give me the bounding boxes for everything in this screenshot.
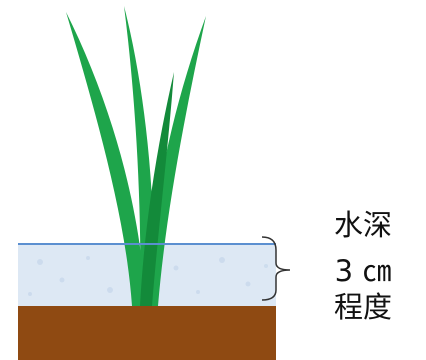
rice-plant <box>66 6 206 306</box>
water-texture <box>28 256 268 296</box>
depth-bracket <box>261 236 291 301</box>
plant-blade-right <box>146 16 206 306</box>
water-depth-value: 3 ㎝ <box>334 254 392 288</box>
soil-layer <box>18 306 276 360</box>
plant-blade-left <box>66 12 146 306</box>
water-depth-label-line1: 水深 <box>333 208 392 242</box>
plant-blade-inner <box>140 72 174 306</box>
water-depth-label-line3: 程度 <box>333 290 392 324</box>
